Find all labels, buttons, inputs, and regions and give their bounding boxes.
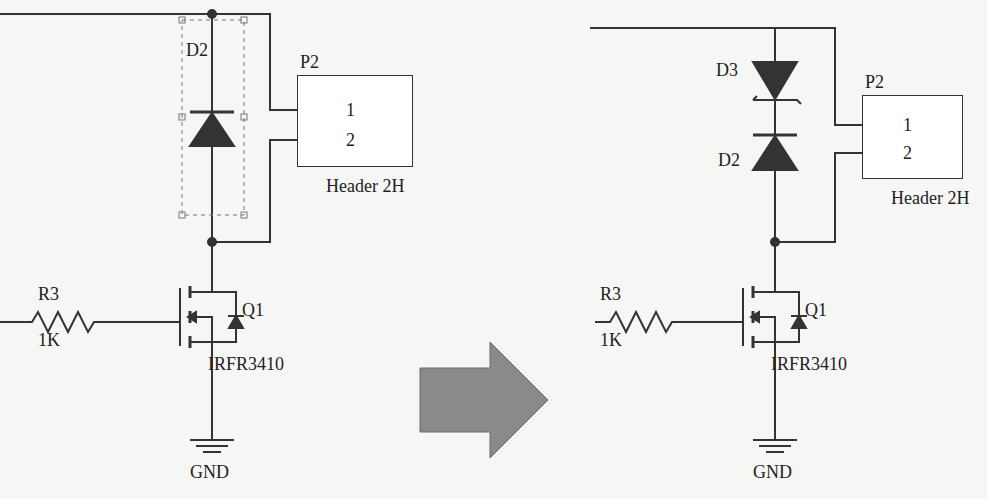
pin-number: 2 [346,130,355,150]
selection-handles [179,17,247,218]
junction-dot [771,238,779,246]
mosfet-body [196,317,212,342]
body-diode-bar [791,315,807,317]
body-diode [229,316,243,328]
header-connector: P212Header 2H [297,75,413,167]
pin-number: 1 [903,115,912,135]
junction-dot [208,238,216,246]
component-label: R3 [600,284,621,304]
mosfet-drain [753,242,775,292]
component-label: IRFR3410 [208,354,284,374]
component-label: Q1 [805,300,827,320]
mosfet-drain [190,242,212,292]
part-value: Header 2H [891,188,969,208]
mosfet-body [759,317,775,342]
component-label: D2 [186,40,208,60]
wire [590,28,862,125]
mosfet-gate [742,288,744,346]
ground-symbol [753,440,797,452]
part-designator: P2 [865,72,884,92]
diode-symbol [753,136,797,170]
part-designator: P2 [300,52,319,72]
selection-box [182,20,244,215]
component-label: GND [753,462,792,482]
component-label: R3 [38,284,59,304]
component-label: D3 [716,60,738,80]
component-label: 1K [600,330,622,350]
transition-arrow [420,342,548,458]
component-label: Q1 [242,300,264,320]
header-connector: P212Header 2H [862,95,963,179]
component-label: D2 [718,150,740,170]
body-diode-bar [228,315,244,317]
wire [212,140,297,242]
part-value: Header 2H [326,176,404,196]
ground-symbol [190,440,234,452]
diode-bar [190,111,234,114]
resistor-symbol [595,312,743,332]
resistor-symbol [0,312,180,332]
wire [0,14,297,110]
pin-number: 1 [346,100,355,120]
component-label: GND [190,462,229,482]
component-label: IRFR3410 [771,354,847,374]
diode-symbol [190,113,234,146]
mosfet-arrow [188,312,196,322]
component-label: 1K [38,330,60,350]
body-diode [792,316,806,328]
pin-number: 2 [903,143,912,163]
zener-symbol [753,62,797,99]
mosfet-arrow [751,312,759,322]
junction-dot [208,10,216,18]
mosfet-gate [179,288,181,346]
